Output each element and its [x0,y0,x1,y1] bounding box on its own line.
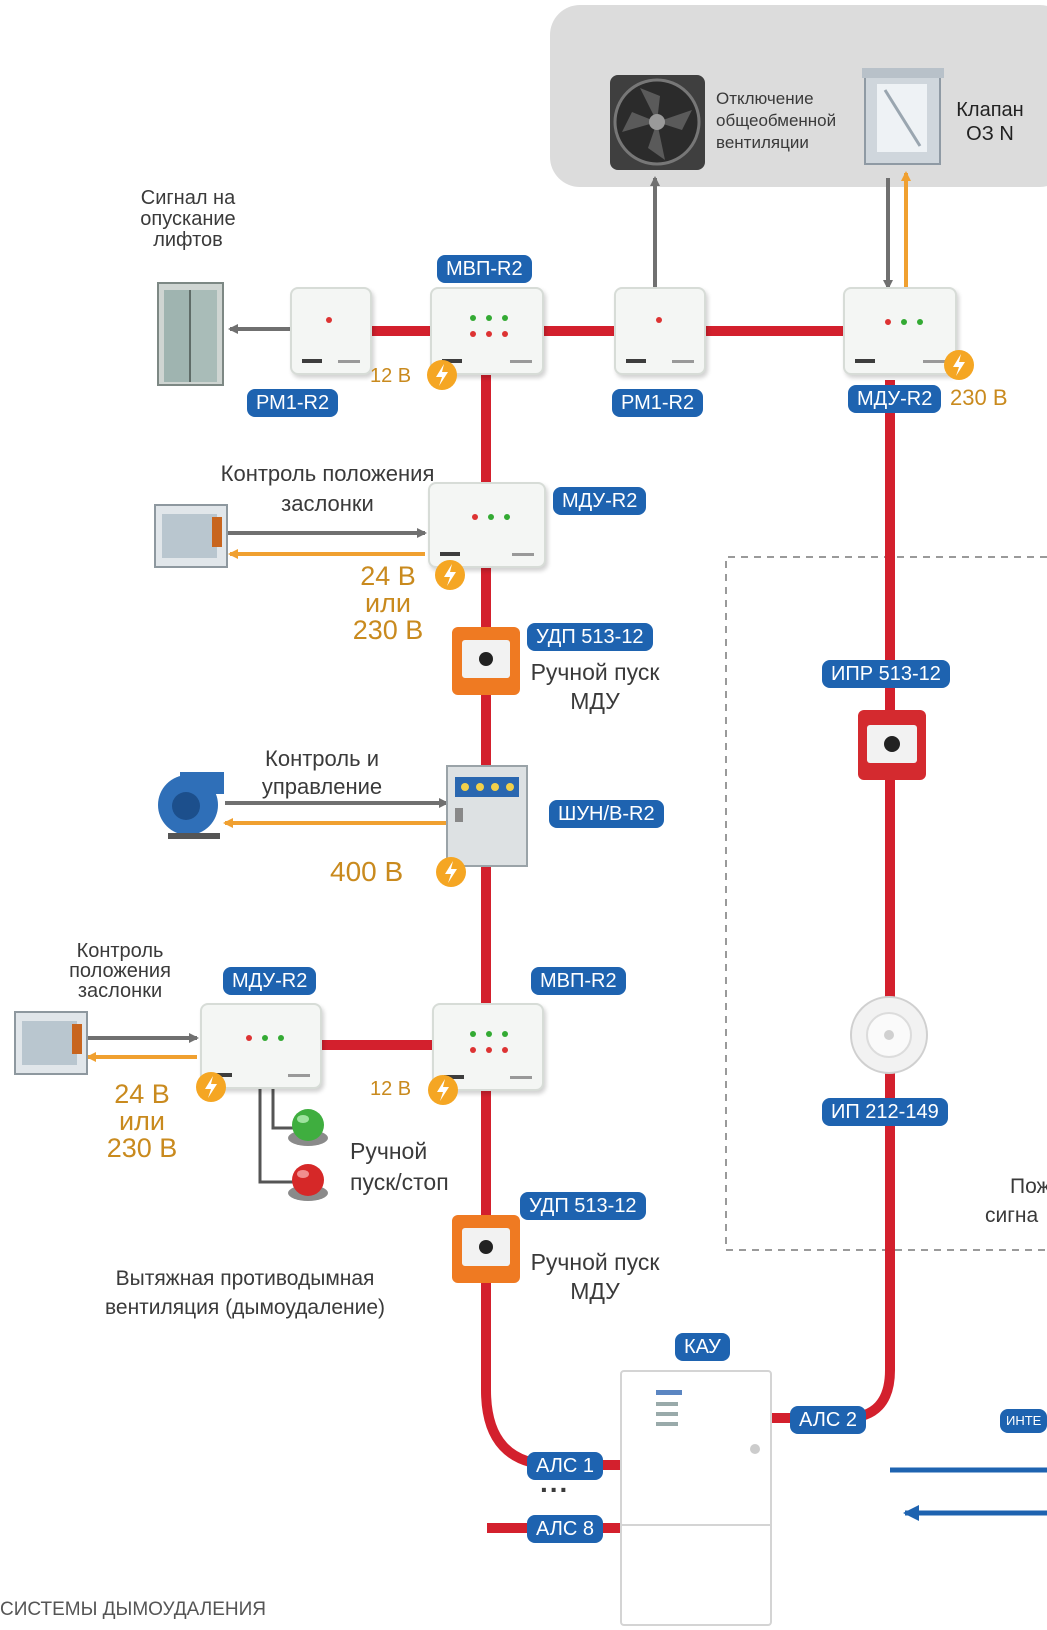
rm1-module-left [290,287,372,375]
start-button-icon [288,1109,328,1146]
grey-arrows [88,176,893,1043]
voltage-400: 400 В [330,856,404,887]
elevator-icon [157,282,224,386]
mdu-module-right [843,287,957,375]
tag-mvp-lower: МВП-R2 [531,967,626,995]
footer-title: СИСТЕМЫ ДЫМОУДАЛЕНИЯ [0,1599,266,1620]
lift-label: Сигнал на опускание лифтов [140,187,236,251]
tag-rm1-mid: РМ1-R2 [612,389,704,417]
orange-arrows [86,171,911,1062]
tag-mvp-top: МВП-R2 [437,255,532,283]
fire-partial-label-1: Пож [1010,1175,1047,1198]
voltage-24-second: 24 В или 230 В [106,1079,178,1163]
tag-als8: АЛС 8 [527,1515,604,1543]
exhaust-vent-label: Вытяжная противодымная вентиляция (дымоу… [104,1267,386,1319]
axial-fan-icon [610,75,705,170]
tag-ip: ИП 212-149 [822,1098,948,1126]
damper-control-label: Контроль положения заслонки [220,461,435,516]
tag-udp-second: УДП 513-12 [520,1192,646,1220]
fan-label: Отключение общеобменной вентиляции [716,89,837,152]
tag-shun: ШУН/В-R2 [549,800,664,828]
mvp-module-top [430,287,544,375]
ipr-call-point-icon [858,710,926,780]
centrifugal-fan-icon [158,772,224,839]
power-bolt-icon [428,1075,458,1105]
tag-als1: АЛС 1 [527,1452,604,1480]
voltage-230-right: 230 В [950,385,1008,410]
power-bolt-icon [944,350,974,380]
voltage-24-first: 24 В или 230 В [352,561,424,645]
button-wires [258,1082,300,1184]
tag-als2: АЛС 2 [790,1406,867,1434]
tag-ipr: ИПР 513-12 [822,660,950,688]
shun-cabinet-icon [446,765,528,867]
fire-valve-icon [862,68,944,165]
manual-start-label-1: Ручной пуск МДУ [530,659,660,714]
tag-kau: КАУ [675,1333,730,1361]
rm1-module-mid [614,287,706,375]
manual-start-label-2: Ручной пуск МДУ [530,1249,660,1304]
interface-arrows [890,1467,1047,1521]
damper-control-label-2: Контроль положения заслонки [69,940,171,1002]
mdu-module-second [428,482,546,568]
tag-udp-first: УДП 513-12 [527,623,653,651]
kau-control-panel [620,1370,772,1626]
damper-icon [154,504,228,568]
tag-rm1-left: РМ1-R2 [247,389,339,417]
tag-mdu-right: МДУ-R2 [848,385,942,413]
power-bolt-icon [435,560,465,590]
udp-call-point-icon-2 [452,1215,520,1283]
tag-mdu-lower: МДУ-R2 [223,967,317,995]
power-bolt-icon [427,360,457,390]
valve-label: Клапан ОЗ N [956,99,1024,145]
stop-button-icon [288,1164,328,1201]
damper-icon-2 [14,1011,88,1075]
control-manage-label: Контроль и управление [261,746,383,799]
tag-mdu-second: МДУ-R2 [553,487,647,515]
manual-start-stop-label: Ручной пуск/стоп [350,1138,449,1195]
power-bolt-icon [436,857,466,887]
fire-partial-label-2: сигна [985,1204,1039,1227]
smoke-detector-icon [850,996,928,1074]
power-bolt-icon [196,1072,226,1102]
tag-interface: ИНТЕ [1000,1409,1047,1433]
udp-call-point-icon [452,627,520,695]
voltage-12-lower: 12 В [370,1078,412,1100]
voltage-12-top: 12 В [370,365,412,387]
